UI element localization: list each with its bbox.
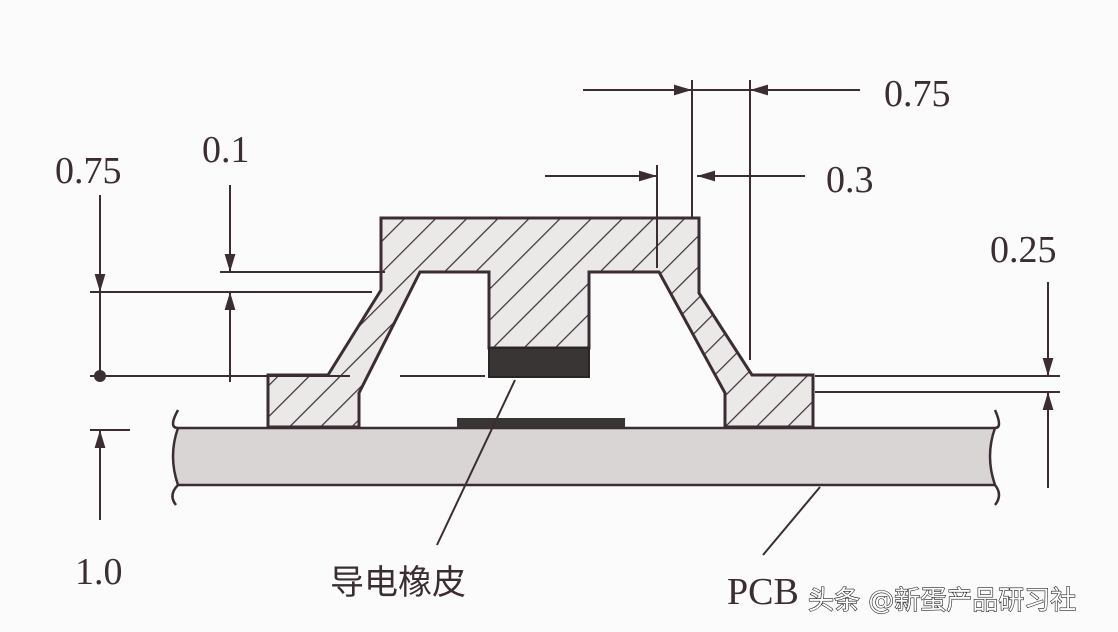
label-pcb: PCB <box>727 571 799 613</box>
dim-left-total: 0.75 <box>55 150 122 192</box>
dim-right-flange: 0.25 <box>990 229 1057 271</box>
label-rubber: 导电橡皮 <box>330 563 466 603</box>
dim-top-mid: 0.3 <box>826 159 874 201</box>
dim-left-base: 1.0 <box>75 551 123 593</box>
watermark: 头条 @新蛋产品研习社 <box>808 586 1076 616</box>
rubber-dome <box>266 216 815 429</box>
dimension-dot <box>94 370 106 382</box>
dim-top-right: 0.75 <box>884 73 951 115</box>
dimension-lines <box>90 80 1060 556</box>
pcb-contact <box>457 418 625 428</box>
conductive-pad <box>488 347 590 378</box>
pcb-board <box>171 426 997 487</box>
dim-left-gap: 0.1 <box>202 129 250 171</box>
